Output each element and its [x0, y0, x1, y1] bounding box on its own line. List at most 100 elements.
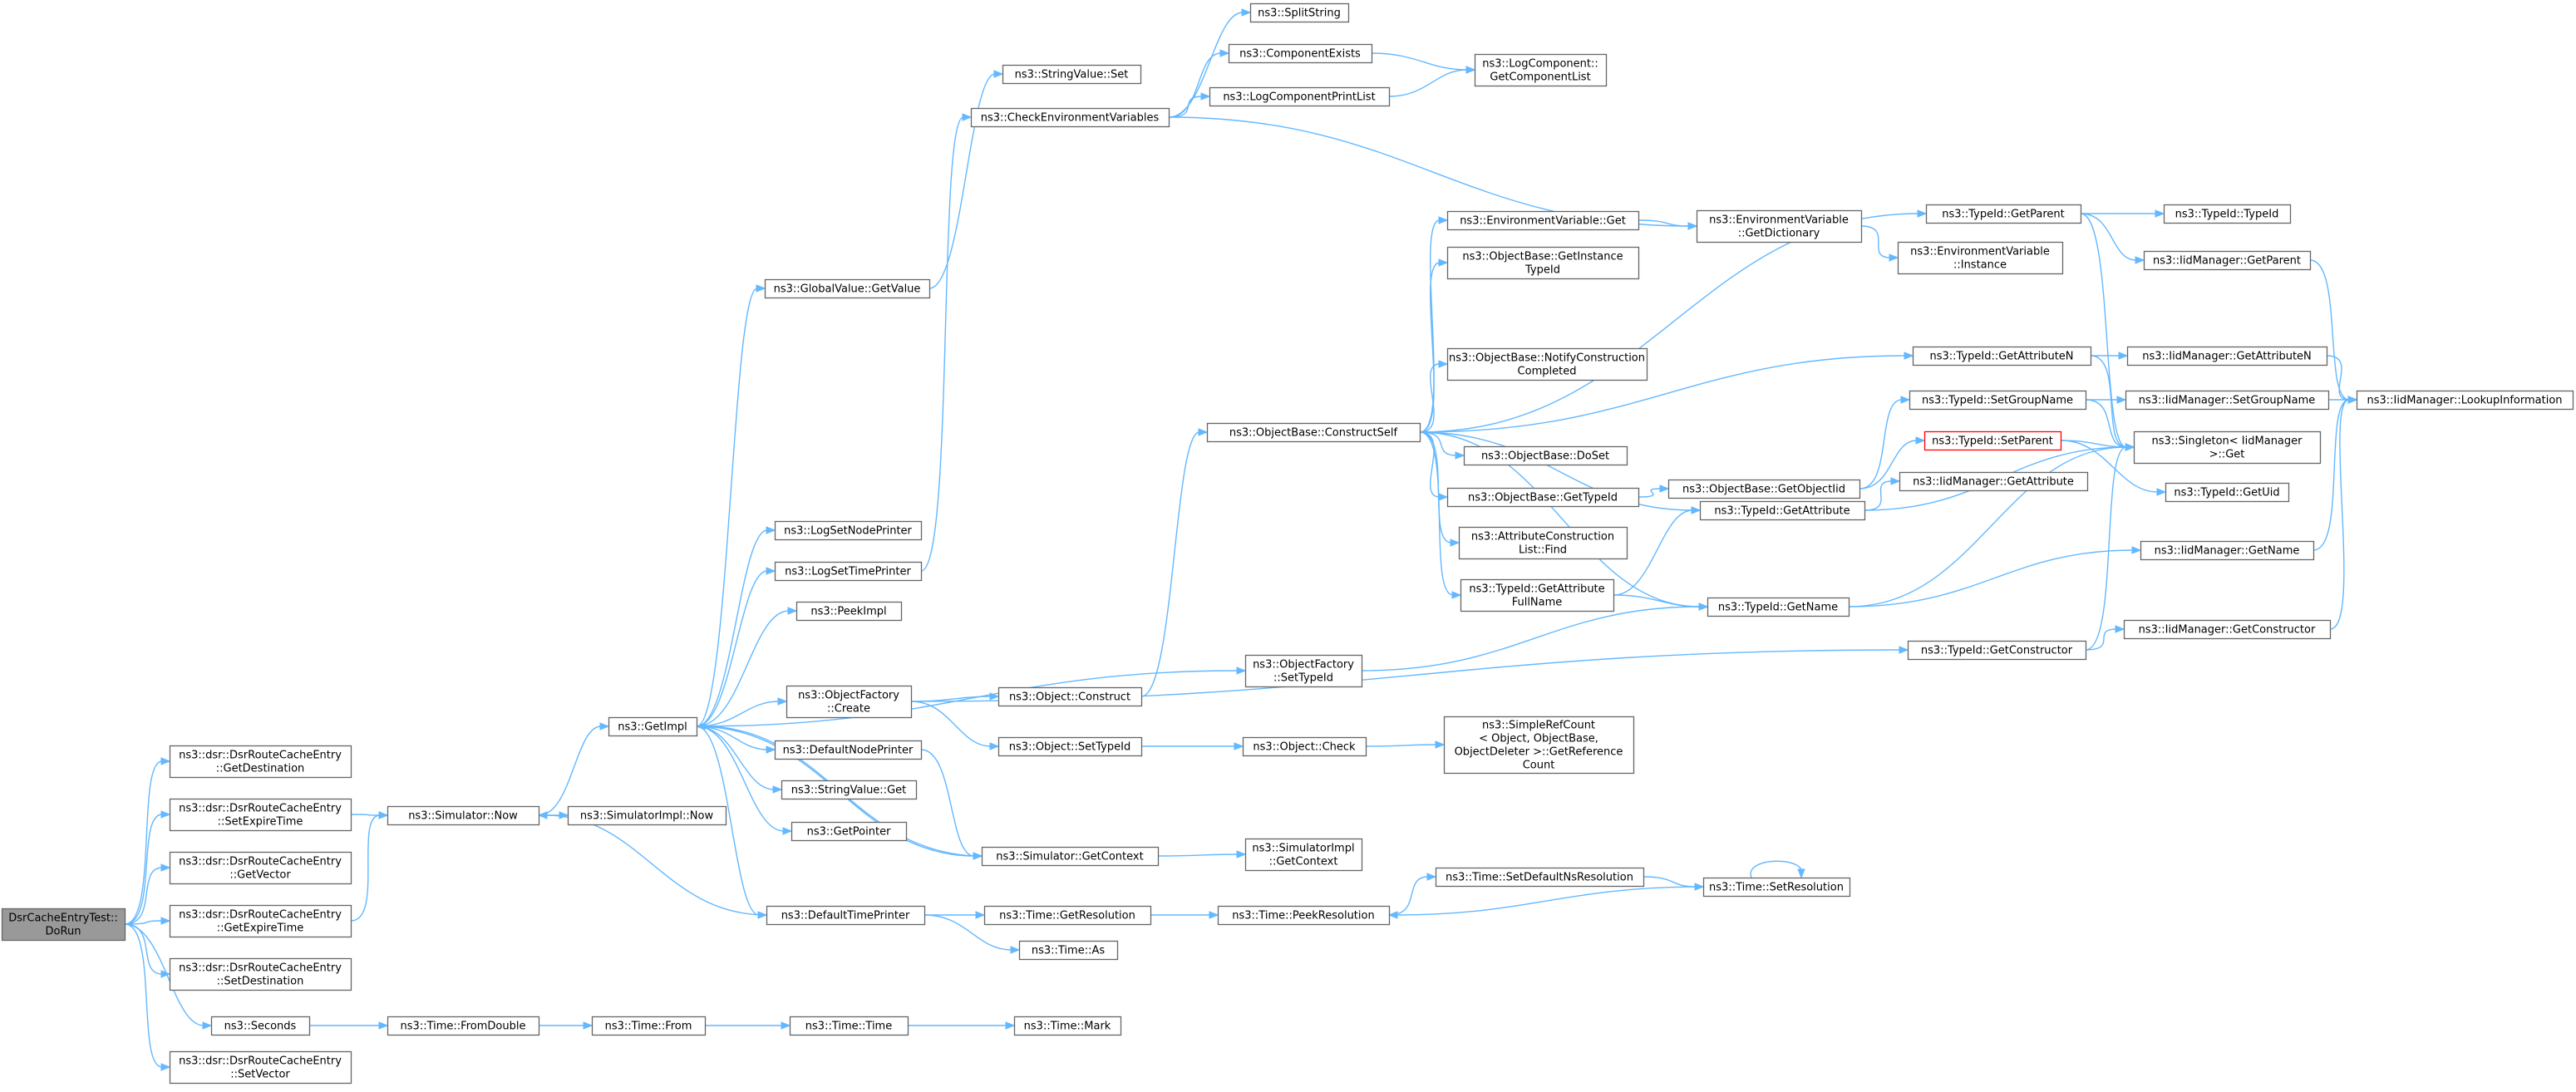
node-iid-get-constructor[interactable]: ns3::IidManager::GetConstructor: [2123, 619, 2332, 640]
node-type-id-get-parent[interactable]: ns3::TypeId::GetParent: [1925, 204, 2082, 224]
edge-arrowhead: [1010, 946, 1021, 954]
node-box: [169, 1050, 352, 1085]
call-edge: [1638, 485, 1670, 498]
node-sim-impl-get-context[interactable]: ns3::SimulatorImpl::GetContext: [1244, 838, 1363, 872]
node-get-expire-time[interactable]: ns3::dsr::DsrRouteCacheEntry::GetExpireT…: [169, 904, 352, 938]
node-check-env[interactable]: ns3::CheckEnvironmentVariables: [970, 107, 1170, 128]
node-set-expire-time[interactable]: ns3::dsr::DsrRouteCacheEntry::SetExpireT…: [169, 798, 352, 832]
node-iid-get-parent[interactable]: ns3::IidManager::GetParent: [2143, 250, 2312, 271]
node-get-attribute-n[interactable]: ns3::TypeId::GetAttributeN: [1912, 346, 2092, 366]
node-get-pointer[interactable]: ns3::GetPointer: [791, 821, 908, 842]
node-string-value-set[interactable]: ns3::StringValue::Set: [1002, 64, 1142, 85]
node-iid-get-attribute[interactable]: ns3::IidManager::GetAttribute: [1899, 471, 2089, 492]
edge-line: [1396, 886, 1704, 916]
node-label: ns3::Seconds: [224, 1021, 297, 1033]
node-type-id-get-attribute[interactable]: ns3::TypeId::GetAttribute: [1699, 500, 1866, 521]
edge-arrowhead: [1465, 66, 1476, 74]
node-label: ns3::Simulator::Now: [408, 810, 518, 823]
node-construct-self[interactable]: ns3::ObjectBase::ConstructSelf: [1206, 422, 1421, 443]
node-component-exists[interactable]: ns3::ComponentExists: [1228, 43, 1373, 64]
edge-line: [1388, 69, 1468, 97]
node-box: [789, 1016, 909, 1036]
node-do-set[interactable]: ns3::ObjectBase::DoSet: [1463, 445, 1628, 466]
node-iid-get-attribute-n[interactable]: ns3::IidManager::GetAttributeN: [2126, 346, 2328, 366]
node-set-vector[interactable]: ns3::dsr::DsrRouteCacheEntry::SetVector: [169, 1050, 352, 1085]
node-peek-resolution[interactable]: ns3::Time::PeekResolution: [1217, 905, 1391, 926]
node-env-get[interactable]: ns3::EnvironmentVariable::Get: [1446, 210, 1640, 231]
node-type-id-get-name[interactable]: ns3::TypeId::GetName: [1707, 597, 1850, 617]
node-string-value-get[interactable]: ns3::StringValue::Get: [781, 780, 918, 800]
edge-line: [910, 701, 992, 747]
node-sim-now[interactable]: ns3::Simulator::Now: [387, 805, 540, 826]
node-label: ns3::LogSetTimePrinter: [785, 566, 911, 578]
node-log-component-print-list[interactable]: ns3::LogComponentPrintList: [1209, 86, 1391, 107]
node-type-id-get-constructor[interactable]: ns3::TypeId::GetConstructor: [1907, 640, 2087, 661]
call-edge: [1388, 66, 1476, 97]
node-set-parent[interactable]: ns3::TypeId::SetParent: [1923, 430, 2062, 451]
node-root[interactable]: DsrCacheEntryTest::DoRun: [1, 908, 126, 942]
node-sim-get-context[interactable]: ns3::Simulator::GetContext: [981, 846, 1160, 867]
node-get-vector[interactable]: ns3::dsr::DsrRouteCacheEntry::GetVector: [169, 851, 352, 885]
edge-line: [1168, 52, 1222, 118]
node-ofset-type-id[interactable]: ns3::ObjectFactory::SetTypeId: [1244, 654, 1363, 688]
node-box: [1912, 346, 2092, 366]
node-peek-impl[interactable]: ns3::PeekImpl: [795, 601, 903, 622]
node-label: DoRun: [46, 926, 81, 938]
call-edge: [124, 923, 171, 978]
node-env-instance[interactable]: ns3::EnvironmentVariable::Instance: [1897, 241, 2064, 275]
node-iid-get-name[interactable]: ns3::IidManager::GetName: [2140, 540, 2315, 561]
node-get-component-list[interactable]: ns3::LogComponent::GetComponentList: [1474, 53, 1608, 87]
node-box: [2123, 619, 2332, 640]
node-ofcreate[interactable]: ns3::ObjectFactory::Create: [786, 685, 913, 719]
node-get-object-iid[interactable]: ns3::ObjectBase::GetObjectIid: [1667, 479, 1861, 499]
node-env-get-dictionary[interactable]: ns3::EnvironmentVariable::GetDictionary: [1696, 209, 1863, 243]
edge-arrowhead: [2115, 625, 2125, 633]
node-set-default-ns-resolution[interactable]: ns3::Time::SetDefaultNsResolution: [1435, 867, 1645, 888]
node-time-from[interactable]: ns3::Time::From: [591, 1016, 707, 1036]
edge-line: [696, 701, 780, 727]
node-notify-construction[interactable]: ns3::ObjectBase::NotifyConstructionCompl…: [1446, 347, 1648, 381]
node-object-construct[interactable]: ns3::Object::Construct: [997, 686, 1143, 707]
node-get-impl[interactable]: ns3::GetImpl: [608, 716, 698, 737]
node-simple-ref-count[interactable]: ns3::SimpleRefCount< Object, ObjectBase,…: [1443, 716, 1635, 775]
node-get-destination[interactable]: ns3::dsr::DsrRouteCacheEntry::GetDestina…: [169, 745, 352, 779]
edge-line: [696, 570, 768, 727]
node-time-as[interactable]: ns3::Time::As: [1018, 940, 1119, 961]
call-edge: [1365, 740, 1446, 749]
node-box: [1899, 471, 2089, 492]
node-box: [1228, 43, 1373, 64]
node-object-check[interactable]: ns3::Object::Check: [1242, 736, 1367, 757]
edge-arrowhead: [1900, 396, 1911, 404]
node-time-time[interactable]: ns3::Time::Time: [789, 1016, 909, 1036]
node-set-resolution[interactable]: ns3::Time::SetResolution: [1702, 877, 1851, 898]
node-default-time-printer[interactable]: ns3::DefaultTimePrinter: [766, 905, 926, 926]
node-log-set-node-printer[interactable]: ns3::LogSetNodePrinter: [774, 520, 923, 541]
call-edge: [1419, 258, 1449, 433]
node-default-node-printer[interactable]: ns3::DefaultNodePrinter: [774, 740, 923, 760]
node-get-uid[interactable]: ns3::TypeId::GetUid: [2165, 482, 2290, 503]
node-seconds[interactable]: ns3::Seconds: [210, 1016, 311, 1036]
node-type-id-type-id[interactable]: ns3::TypeId::TypeId: [2163, 204, 2292, 224]
edge-arrowhead: [1687, 222, 1698, 230]
node-gvget-value[interactable]: ns3::GlobalValue::GetValue: [764, 278, 931, 299]
node-box: [1446, 210, 1640, 231]
node-time-mark[interactable]: ns3::Time::Mark: [1013, 1016, 1122, 1036]
node-box: [795, 601, 903, 622]
node-iid-set-group-name[interactable]: ns3::IidManager::SetGroupName: [2125, 390, 2330, 411]
node-set-group-name[interactable]: ns3::TypeId::SetGroupName: [1909, 390, 2087, 411]
node-object-set-type-id[interactable]: ns3::Object::SetTypeId: [997, 736, 1143, 757]
node-sim-impl-now[interactable]: ns3::SimulatorImpl::Now: [567, 805, 727, 826]
node-lookup-information[interactable]: ns3::IidManager::LookupInformation: [2356, 390, 2574, 411]
node-from-double[interactable]: ns3::Time::FromDouble: [387, 1016, 540, 1036]
node-obget-type-id[interactable]: ns3::ObjectBase::GetTypeId: [1446, 487, 1640, 508]
edge-arrowhead: [1451, 591, 1462, 599]
node-split-string[interactable]: ns3::SplitString: [1249, 2, 1350, 23]
node-set-destination[interactable]: ns3::dsr::DsrRouteCacheEntry::SetDestina…: [169, 957, 352, 991]
node-get-resolution[interactable]: ns3::Time::GetResolution: [983, 905, 1152, 926]
node-singleton-get[interactable]: ns3::Singleton< IidManager>::Get: [2133, 430, 2322, 465]
node-log-set-time-printer[interactable]: ns3::LogSetTimePrinter: [774, 561, 923, 582]
edge-arrowhead: [1219, 49, 1230, 57]
